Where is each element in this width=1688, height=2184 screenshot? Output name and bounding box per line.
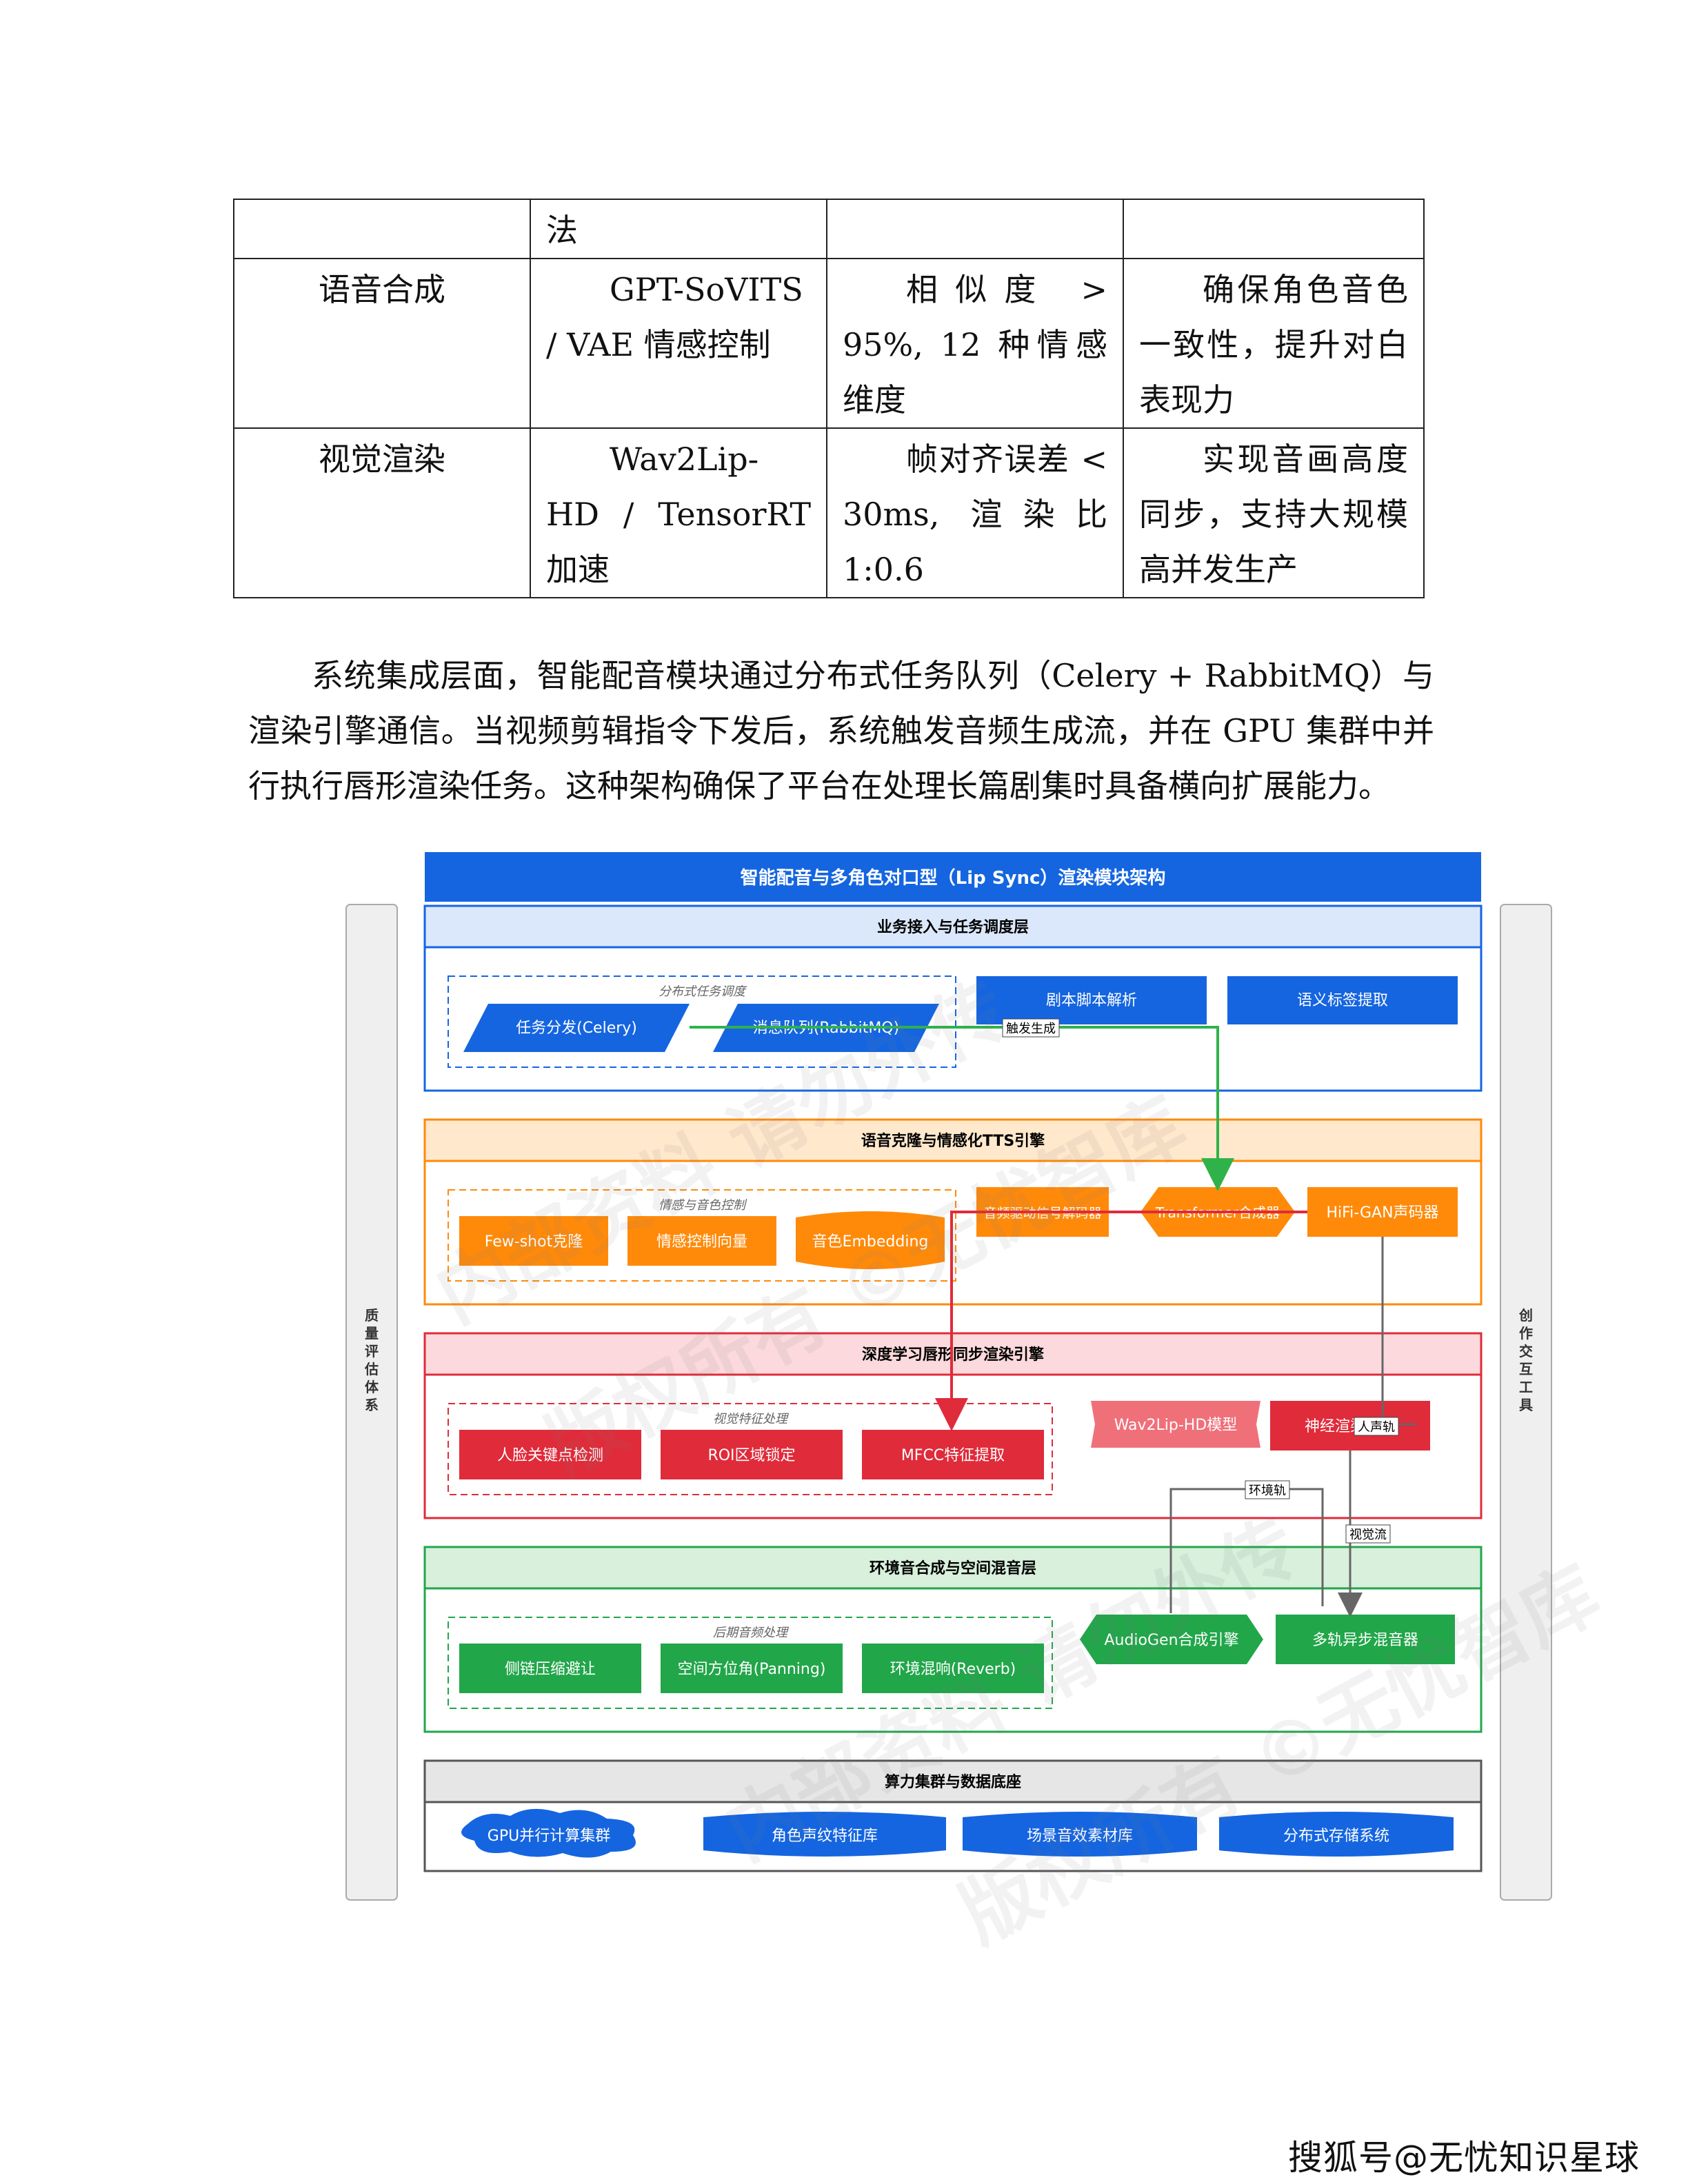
diagram-title-bar — [425, 852, 1481, 902]
node-mixer-label: 多轨异步混音器 — [1312, 1632, 1418, 1649]
node-script-parse-label: 剧本脚本解析 — [1046, 992, 1137, 1009]
layer-4-group-label: 后期音频处理 — [713, 1626, 790, 1640]
node-sfx-db[interactable] — [963, 1812, 1197, 1857]
edge-label-box — [1354, 1417, 1399, 1436]
node-neural-smooth[interactable] — [1270, 1401, 1430, 1450]
node-fewshot[interactable] — [459, 1216, 608, 1266]
table-cell: 确保角色音色一致性，提升对白表现力 — [1123, 258, 1425, 429]
node-timbre-embedding-label: 音色Embedding — [812, 1233, 929, 1251]
node-celery[interactable] — [463, 1004, 690, 1052]
node-emotion-vector-label: 情感控制向量 — [656, 1233, 747, 1251]
node-sfx-db-label: 场景音效素材库 — [1027, 1828, 1133, 1845]
layer-1-title: 业务接入与任务调度层 — [877, 918, 1029, 936]
layer-1-group-label: 分布式任务调度 — [659, 984, 747, 999]
node-voiceprint-db[interactable] — [703, 1812, 946, 1857]
edge-label-box — [1002, 1018, 1060, 1038]
layer-5-header — [423, 1759, 1483, 1803]
edge-label-visual: 视觉流 — [1349, 1528, 1387, 1542]
node-panning[interactable] — [661, 1644, 843, 1693]
node-gpu-cluster-label: GPU并行计算集群 — [488, 1828, 610, 1845]
node-timbre-embedding[interactable] — [796, 1211, 945, 1269]
edge-label-trigger: 触发生成 — [1006, 1022, 1056, 1036]
node-gpu-cluster[interactable] — [461, 1808, 636, 1858]
layer-2-title: 语音克隆与情感化TTS引擎 — [861, 1132, 1045, 1150]
table-row: 视觉渲染 Wav2Lip-HD / TensorRT 加速 帧对齐误差 < 30… — [233, 427, 1425, 598]
footer-watermark: 搜狐号@无忧知识星球 — [1288, 2138, 1640, 2178]
architecture-diagram: 质量评估体系 创作交互工具 智能配音与多角色对口型（Lip Sync）渲染模块架… — [303, 827, 1600, 1958]
layer-4-title: 环境音合成与空间混音层 — [870, 1559, 1036, 1577]
table-cell: 相似度 > 95%, 12 种情感维度 — [826, 258, 1124, 429]
node-mfcc-label: MFCC特征提取 — [901, 1447, 1005, 1464]
node-voiceprint-db-label: 角色声纹特征库 — [772, 1828, 878, 1845]
layer-5-title: 算力集群与数据底座 — [885, 1773, 1021, 1791]
node-mfcc[interactable] — [862, 1430, 1044, 1479]
layer-4-header — [423, 1546, 1483, 1590]
node-sidechain-label: 侧链压缩避让 — [505, 1661, 596, 1678]
table-cell: 视觉渲染 — [233, 427, 531, 598]
table-cell: Wav2Lip-HD / TensorRT 加速 — [530, 427, 827, 598]
layer-2-group — [448, 1189, 956, 1282]
layer-1-group — [448, 975, 956, 1068]
layer-4-group — [448, 1617, 1053, 1709]
table-cell — [1123, 199, 1425, 259]
node-face-landmark-label: 人脸关键点检测 — [497, 1447, 603, 1464]
node-wav2lip-label: Wav2Lip-HD模型 — [1114, 1417, 1238, 1434]
node-fewshot-label: Few-shot克隆 — [485, 1233, 583, 1251]
table-cell: 法 — [530, 199, 827, 259]
node-semantic-tag[interactable] — [1227, 976, 1458, 1024]
node-script-parse[interactable] — [976, 976, 1207, 1024]
node-semantic-tag-label: 语义标签提取 — [1297, 992, 1388, 1009]
table-cell: 帧对齐误差 < 30ms, 渲染比 1:0.6 — [826, 427, 1124, 598]
node-reverb[interactable] — [862, 1644, 1044, 1693]
table-cell: 实现音画高度同步，支持大规模高并发生产 — [1123, 427, 1425, 598]
node-reverb-label: 环境混响(Reverb) — [890, 1661, 1016, 1678]
node-roi-lock[interactable] — [661, 1430, 843, 1479]
edge-label-box — [1245, 1480, 1290, 1499]
right-sidebar-label: 创作交互工具 — [1518, 1307, 1533, 1413]
edge-label-voice: 人声轨 — [1358, 1420, 1395, 1435]
node-storage-label: 分布式存储系统 — [1283, 1828, 1389, 1845]
edge-trigger — [690, 1026, 1234, 1191]
node-celery-label: 任务分发(Celery) — [516, 1020, 637, 1037]
edge-audio-to-mfcc — [935, 1211, 1307, 1431]
table-row: 语音合成 GPT-SoVITS / VAE 情感控制 相似度 > 95%, 12… — [233, 258, 1425, 429]
node-audiogen-label: AudioGen合成引擎 — [1104, 1632, 1238, 1649]
table-cell — [233, 199, 531, 259]
layer-3-group — [448, 1403, 1053, 1495]
node-roi-lock-label: ROI区域锁定 — [707, 1447, 795, 1464]
body-paragraph: 系统集成层面，智能配音模块通过分布式任务队列（Celery + RabbitMQ… — [248, 657, 1434, 805]
right-sidebar — [1500, 904, 1552, 1901]
node-wav2lip[interactable] — [1091, 1401, 1260, 1448]
table-cell: 语音合成 — [233, 258, 531, 429]
left-sidebar — [345, 904, 398, 1901]
node-face-landmark[interactable] — [459, 1430, 641, 1479]
node-panning-label: 空间方位角(Panning) — [678, 1661, 826, 1678]
node-hifigan[interactable] — [1307, 1187, 1458, 1237]
diagram-title: 智能配音与多角色对口型（Lip Sync）渲染模块架构 — [741, 867, 1166, 889]
table-cell — [826, 199, 1124, 259]
edge-label-box — [1345, 1524, 1391, 1544]
node-mixer[interactable] — [1276, 1615, 1455, 1664]
node-sidechain[interactable] — [459, 1644, 641, 1693]
node-audiogen[interactable] — [1080, 1615, 1263, 1664]
layer-2-header — [423, 1118, 1483, 1162]
edge-label-ambient: 环境轨 — [1249, 1484, 1286, 1498]
node-emotion-vector[interactable] — [627, 1216, 776, 1266]
layer-3-group-label: 视觉特征处理 — [713, 1412, 790, 1426]
spec-table: 法 语音合成 GPT-SoVITS / VAE 情感控制 相似度 > 95%, … — [233, 199, 1425, 598]
layer-1-header — [423, 904, 1483, 949]
layer-2-group-label: 情感与音色控制 — [659, 1198, 747, 1213]
node-storage[interactable] — [1219, 1812, 1454, 1857]
node-hifigan-label: HiFi-GAN声码器 — [1326, 1204, 1438, 1222]
left-sidebar-label: 质量评估体系 — [364, 1307, 379, 1413]
table-row: 法 — [233, 199, 1425, 259]
table-cell: GPT-SoVITS / VAE 情感控制 — [530, 258, 827, 429]
